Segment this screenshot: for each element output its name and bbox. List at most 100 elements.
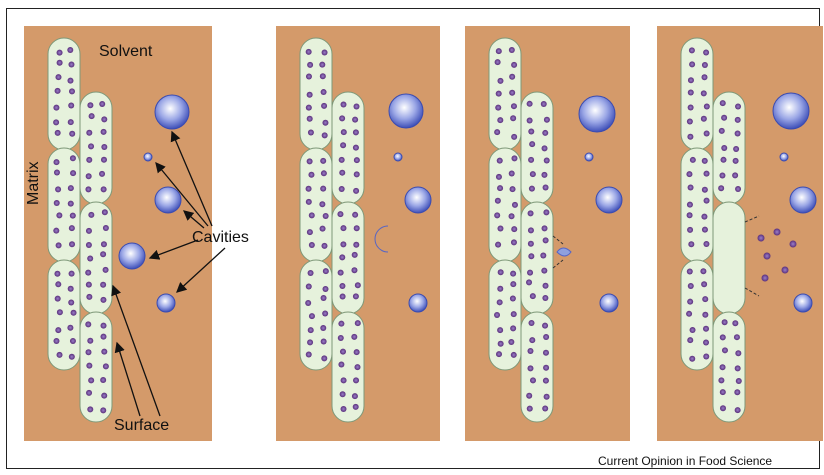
compound-dot bbox=[529, 320, 535, 326]
compound-dot bbox=[100, 251, 106, 257]
compound-dot bbox=[732, 320, 738, 326]
compound-dot bbox=[69, 88, 75, 94]
released-compound bbox=[758, 235, 765, 242]
compound-dot bbox=[100, 377, 106, 383]
compound-dot bbox=[543, 209, 549, 215]
cavity-bubble bbox=[600, 294, 618, 312]
compound-dot bbox=[321, 243, 327, 249]
compound-dot bbox=[86, 173, 92, 179]
compound-dot bbox=[720, 389, 726, 395]
compound-dot bbox=[305, 300, 311, 306]
cavity-bubble bbox=[596, 187, 622, 213]
compound-dot bbox=[322, 49, 328, 55]
panel-3 bbox=[465, 26, 630, 441]
compound-dot bbox=[319, 62, 325, 68]
compound-dot bbox=[306, 284, 312, 290]
compound-dot bbox=[354, 364, 360, 370]
compound-dot bbox=[497, 299, 503, 305]
compound-dot bbox=[528, 129, 534, 135]
compound-dot bbox=[353, 293, 359, 299]
compound-dot bbox=[720, 405, 726, 411]
compound-dot bbox=[687, 337, 693, 343]
released-compound bbox=[790, 241, 797, 248]
compound-dot bbox=[526, 393, 532, 399]
compound-dot bbox=[688, 241, 694, 247]
compound-dot bbox=[85, 186, 91, 192]
compound-dot bbox=[509, 47, 515, 53]
compound-dot bbox=[735, 407, 741, 413]
compound-dot bbox=[528, 157, 534, 163]
compound-dot bbox=[308, 130, 314, 136]
cavity-bubble bbox=[790, 187, 816, 213]
compound-dot bbox=[720, 100, 726, 106]
compound-dot bbox=[702, 74, 708, 80]
matrix-particle bbox=[48, 38, 80, 150]
compound-dot bbox=[307, 339, 313, 345]
compound-dot bbox=[353, 377, 359, 383]
compound-dot bbox=[511, 155, 517, 161]
compound-dot bbox=[309, 313, 315, 319]
compound-dot bbox=[687, 202, 693, 208]
compound-dot bbox=[544, 157, 550, 163]
compound-dot bbox=[542, 130, 548, 136]
compound-dot bbox=[309, 212, 315, 218]
compound-dot bbox=[498, 269, 504, 275]
compound-dot bbox=[494, 129, 500, 135]
compound-dot bbox=[690, 157, 696, 163]
compound-dot bbox=[701, 90, 707, 96]
compound-dot bbox=[687, 212, 693, 218]
compound-dot bbox=[529, 337, 535, 343]
compound-dot bbox=[526, 279, 532, 285]
compound-dot bbox=[339, 157, 345, 163]
compound-dot bbox=[528, 210, 534, 216]
matrix-particle bbox=[48, 148, 80, 262]
cavity-bubble bbox=[157, 294, 175, 312]
panel-2 bbox=[276, 26, 440, 441]
compound-dot bbox=[68, 286, 74, 292]
compound-dot bbox=[86, 242, 92, 248]
compound-dot bbox=[321, 89, 327, 95]
compound-dot bbox=[86, 390, 92, 396]
compound-dot bbox=[702, 227, 708, 233]
cavity-bubble bbox=[794, 294, 812, 312]
compound-dot bbox=[704, 171, 710, 177]
compound-dot bbox=[67, 325, 73, 331]
compound-dot bbox=[353, 188, 359, 194]
compound-dot bbox=[528, 227, 534, 233]
compound-dot bbox=[320, 186, 326, 192]
compound-dot bbox=[529, 186, 535, 192]
compound-dot bbox=[496, 48, 502, 54]
compound-dot bbox=[720, 334, 726, 340]
compound-dot bbox=[337, 211, 343, 217]
compound-dot bbox=[511, 311, 517, 317]
compound-dot bbox=[496, 91, 502, 97]
compound-dot bbox=[497, 286, 503, 292]
compound-dot bbox=[102, 209, 108, 215]
compound-dot bbox=[529, 141, 535, 147]
label-surface: Surface bbox=[114, 417, 169, 434]
compound-dot bbox=[688, 105, 694, 111]
compound-dot bbox=[55, 186, 61, 192]
compound-dot bbox=[722, 319, 728, 325]
compound-dot bbox=[511, 134, 517, 140]
compound-dot bbox=[720, 157, 726, 163]
compound-dot bbox=[497, 78, 503, 84]
compound-dot bbox=[735, 350, 741, 356]
compound-dot bbox=[101, 323, 107, 329]
cavity-bubble bbox=[780, 153, 788, 161]
compound-dot bbox=[103, 267, 109, 273]
compound-dot bbox=[540, 253, 546, 259]
compound-dot bbox=[687, 227, 693, 233]
compound-dot bbox=[338, 321, 344, 327]
compound-dot bbox=[57, 309, 63, 315]
compound-dot bbox=[527, 270, 533, 276]
released-compound bbox=[774, 229, 781, 236]
compound-dot bbox=[735, 365, 741, 371]
compound-dot bbox=[338, 361, 344, 367]
compound-dot bbox=[355, 320, 361, 326]
cavity-bubble bbox=[389, 94, 423, 128]
matrix-particle bbox=[489, 38, 521, 150]
compound-dot bbox=[321, 103, 327, 109]
compound-dot bbox=[497, 225, 503, 231]
compound-dot bbox=[341, 102, 347, 108]
